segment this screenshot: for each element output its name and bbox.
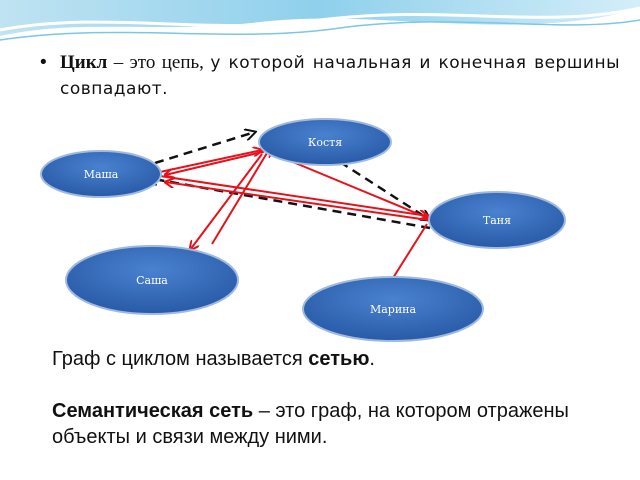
network-sentence-lead: Граф с циклом называется — [52, 348, 309, 370]
edge-tanya-masha — [165, 182, 429, 221]
cycle-definition: • Цикл – это цепь, у которой начальная и… — [40, 50, 620, 102]
node-label-marina: Марина — [370, 303, 417, 316]
dashed-edge-kostya-tanya — [339, 160, 430, 220]
node-label-sasha: Саша — [136, 274, 168, 287]
dashed-edge-tanya-masha — [148, 178, 431, 230]
cycle-definition-lead: – это цепь, — [107, 52, 211, 73]
edge-masha-tanya — [159, 175, 428, 216]
edge-marina-kostya — [211, 148, 270, 245]
node-masha: Маша — [40, 150, 162, 198]
edge-masha-kostya — [159, 150, 262, 173]
edge-kostya-sasha — [190, 153, 263, 250]
bullet: • — [40, 52, 47, 73]
graph-diagram: Костя Маша Таня Саша Марина — [40, 118, 566, 342]
node-label-masha: Маша — [84, 168, 119, 181]
cycle-definition-rest: у которой начальная и конечная вершины с… — [60, 53, 620, 99]
semantic-network-term: Семантическая сеть — [52, 400, 254, 422]
cycle-term: Цикл — [60, 52, 108, 73]
network-sentence: Граф с циклом называется сетью. — [52, 348, 375, 371]
node-label-kostya: Костя — [308, 136, 342, 149]
header-wave — [0, 0, 640, 41]
node-tanya: Таня — [428, 191, 566, 249]
semantic-network-definition: Семантическая сеть – это граф, на которо… — [52, 398, 612, 450]
network-term: сетью — [308, 348, 370, 370]
node-marina: Марина — [302, 276, 484, 342]
node-label-tanya: Таня — [483, 214, 511, 227]
network-sentence-end: . — [369, 348, 375, 370]
semantic-network-definition-rest: – это граф, на котором отражены объекты … — [52, 400, 569, 448]
node-sasha: Саша — [65, 245, 239, 315]
edge-kostya-masha — [165, 151, 263, 175]
dashed-edge-masha-kostya — [154, 132, 255, 165]
node-kostya: Костя — [258, 118, 392, 166]
edge-marina-tanya — [392, 223, 428, 279]
